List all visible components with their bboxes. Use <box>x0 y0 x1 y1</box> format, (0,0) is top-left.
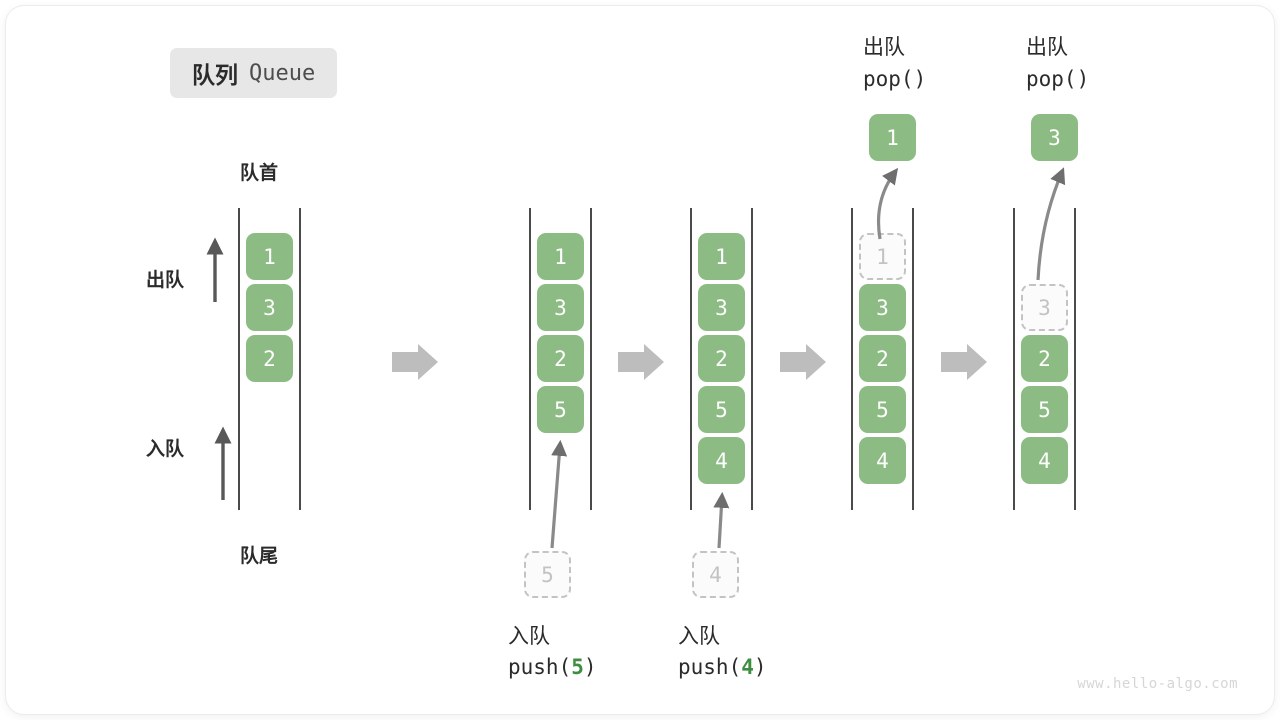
popped-box-3: 3 <box>1031 114 1078 161</box>
queue-rail-left <box>1013 208 1015 510</box>
popped-box-1: 1 <box>869 114 916 161</box>
enqueue-direction-label: 入队 <box>146 439 185 460</box>
push5-code-arg: 5 <box>571 655 584 679</box>
queue-item-5: 5 <box>537 386 584 433</box>
queue-item-1: 1 <box>698 233 745 280</box>
push5-op-label: 入队 <box>508 625 550 648</box>
queue-item-4: 4 <box>698 437 745 484</box>
queue-rear-label: 队尾 <box>240 546 279 567</box>
title-english: Queue <box>249 60 316 86</box>
push4-code-pre: push( <box>678 655 742 679</box>
queue-item-1-ghost: 1 <box>859 233 906 280</box>
queue-item-3: 3 <box>246 284 293 331</box>
queue-item-3: 3 <box>537 284 584 331</box>
pop3-op-label: 出队 <box>1026 36 1068 59</box>
queue-item-3-ghost: 3 <box>1021 284 1068 331</box>
push4-code-label: push(4) <box>678 655 767 679</box>
queue-rail-right <box>751 208 753 510</box>
queue-item-2: 2 <box>859 335 906 382</box>
queue-item-2: 2 <box>537 335 584 382</box>
queue-item-5: 5 <box>698 386 745 433</box>
queue-item-4: 4 <box>1021 437 1068 484</box>
queue-rail-right <box>1074 208 1076 510</box>
title-chinese: 队列 <box>192 62 238 88</box>
pop1-code-label: pop() <box>863 67 927 91</box>
queue-item-5: 5 <box>859 386 906 433</box>
queue-item-1: 1 <box>537 233 584 280</box>
watermark: www.hello-algo.com <box>1077 676 1238 692</box>
pop1-op-label: 出队 <box>863 36 905 59</box>
push4-code-arg: 4 <box>741 655 754 679</box>
queue-front-label: 队首 <box>240 163 279 184</box>
push4-code-post: ) <box>753 655 767 679</box>
push5-code-pre: push( <box>508 655 572 679</box>
queue-item-3: 3 <box>698 284 745 331</box>
pending-push-box-5: 5 <box>524 551 571 598</box>
queue-item-4: 4 <box>859 437 906 484</box>
queue-item-1: 1 <box>246 233 293 280</box>
queue-rail-left <box>238 208 240 510</box>
queue-item-3: 3 <box>859 284 906 331</box>
queue-rail-left <box>851 208 853 510</box>
diagram-title-badge: 队列 Queue <box>170 48 338 98</box>
queue-rail-left <box>529 208 531 510</box>
push5-code-post: ) <box>583 655 597 679</box>
queue-rail-right <box>299 208 301 510</box>
pending-push-box-4: 4 <box>692 551 739 598</box>
queue-rail-left <box>690 208 692 510</box>
queue-rail-right <box>590 208 592 510</box>
queue-item-2: 2 <box>698 335 745 382</box>
queue-item-2: 2 <box>246 335 293 382</box>
push5-code-label: push(5) <box>508 655 597 679</box>
queue-item-5: 5 <box>1021 386 1068 433</box>
queue-rail-right <box>912 208 914 510</box>
dequeue-direction-label: 出队 <box>146 270 185 291</box>
queue-item-2: 2 <box>1021 335 1068 382</box>
pop3-code-label: pop() <box>1026 67 1090 91</box>
diagram-card <box>6 6 1274 714</box>
push4-op-label: 入队 <box>678 625 720 648</box>
